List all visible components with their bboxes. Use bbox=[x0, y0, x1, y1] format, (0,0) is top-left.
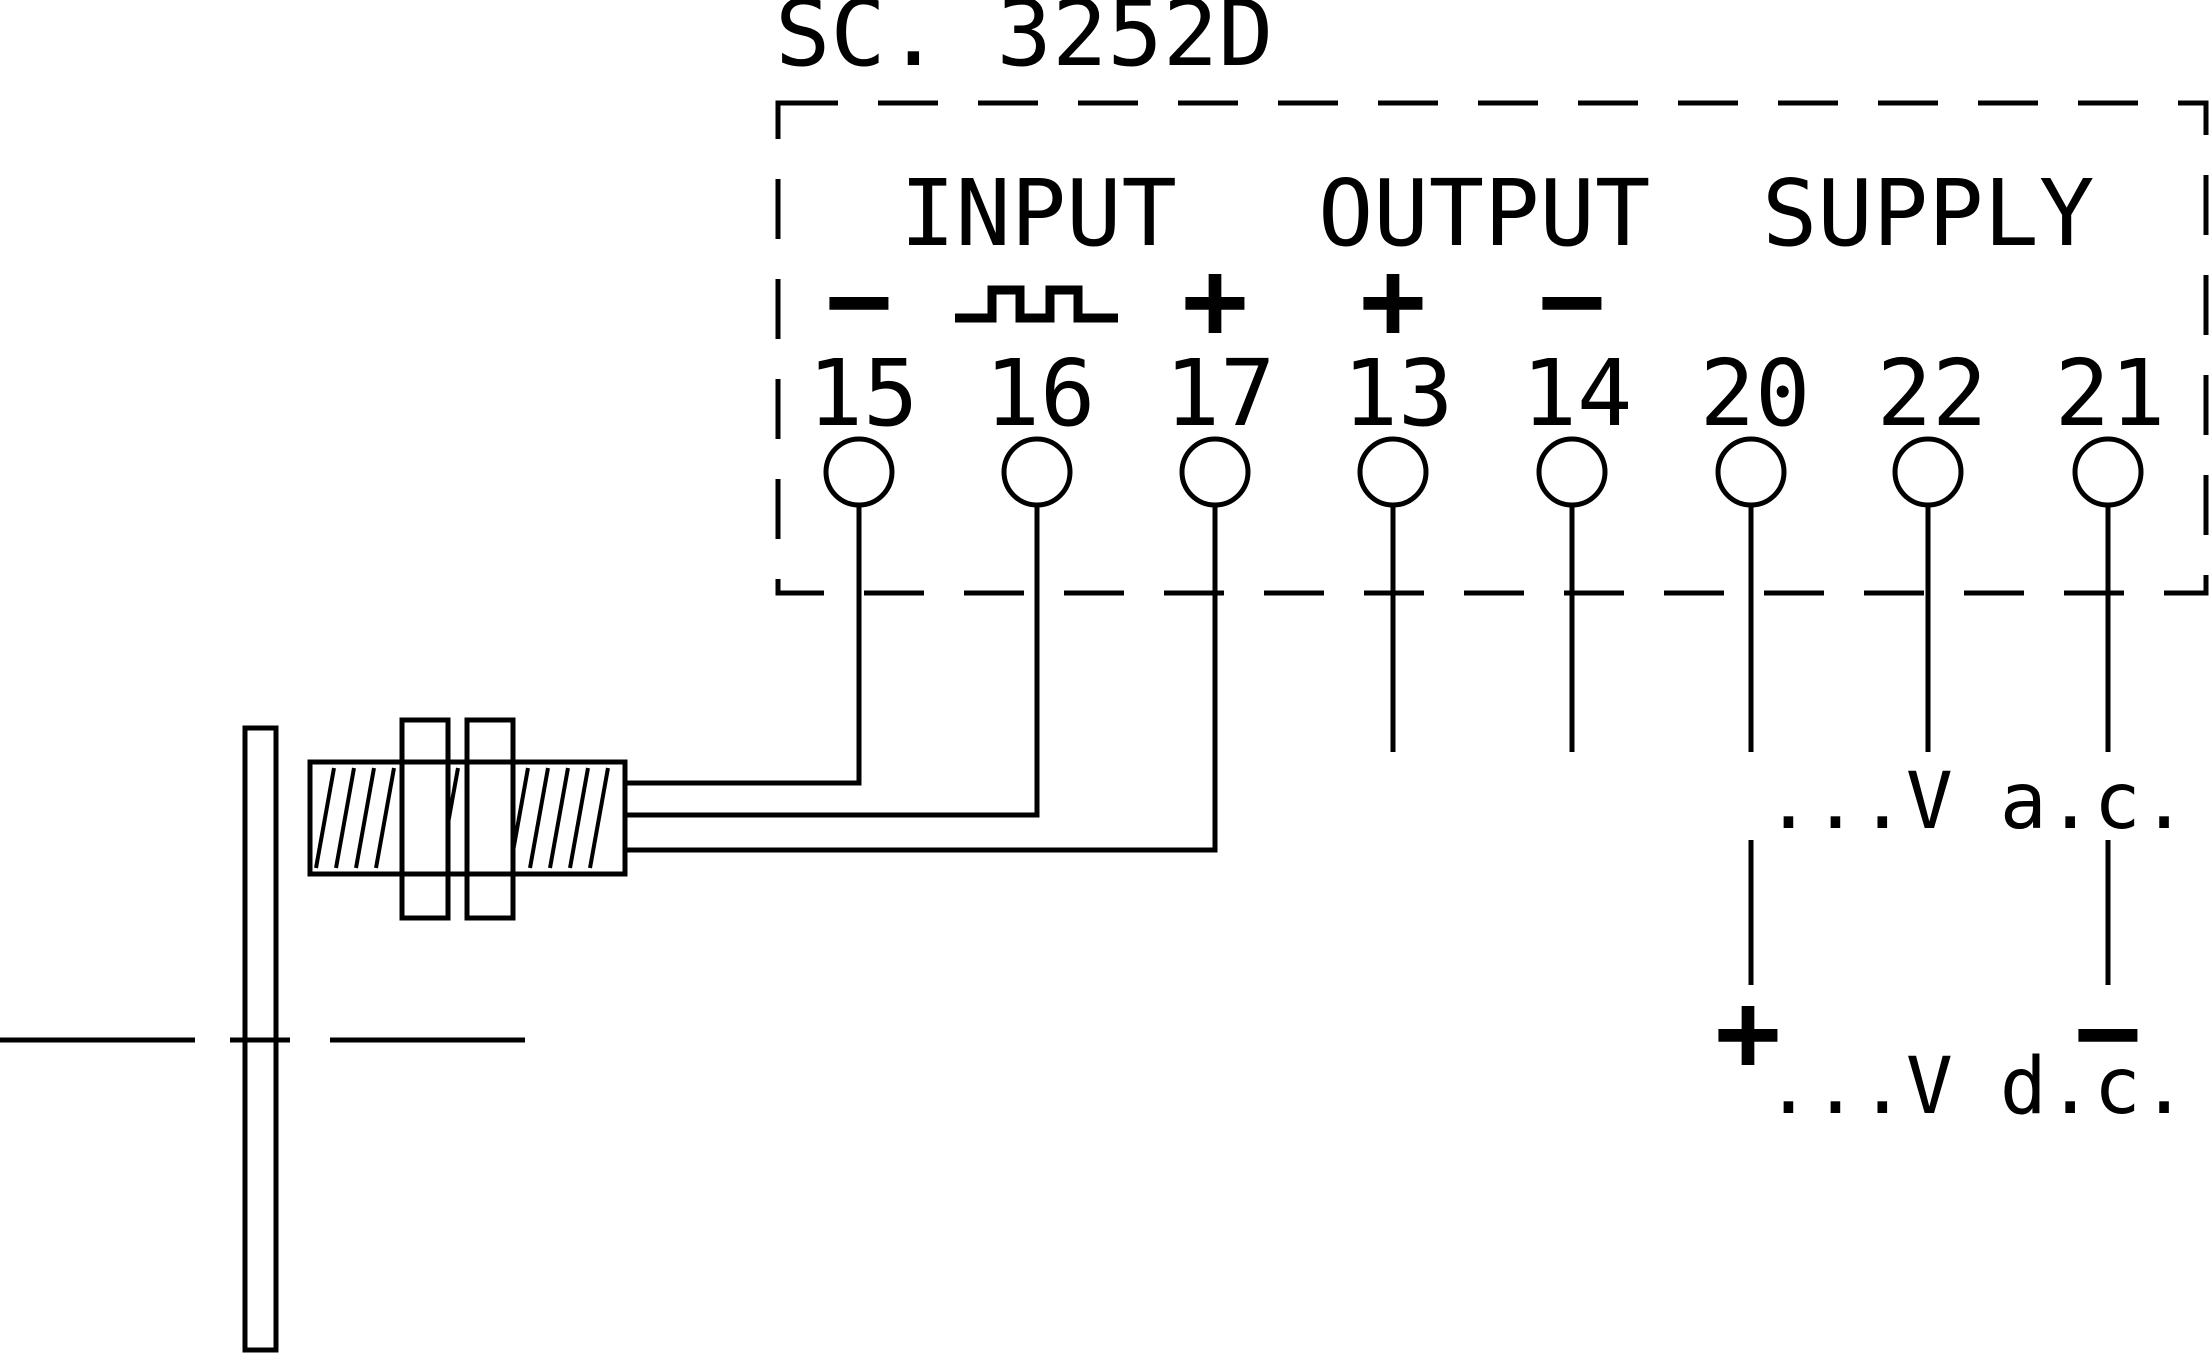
model-label: SC. 3252D bbox=[775, 0, 1274, 87]
terminal-label-22: 22 bbox=[1877, 340, 1988, 447]
group-supply-label: SUPPLY bbox=[1762, 160, 2094, 267]
polarity-13: + bbox=[1360, 236, 1426, 364]
group-output-label: OUTPUT bbox=[1318, 160, 1650, 267]
supply-dc-label: ...V d.c. bbox=[1765, 1042, 2188, 1132]
terminal-22-icon bbox=[1892, 436, 1964, 508]
terminal-14-icon bbox=[1536, 436, 1608, 508]
polarity-17: + bbox=[1182, 236, 1248, 364]
terminal-21-icon bbox=[2072, 436, 2144, 508]
terminal-17-icon bbox=[1179, 436, 1251, 508]
terminal-label-13: 13 bbox=[1343, 340, 1454, 447]
terminal-label-20: 20 bbox=[1700, 340, 1811, 447]
group-input-label: INPUT bbox=[900, 160, 1177, 267]
terminal-15-icon bbox=[823, 436, 895, 508]
terminal-label-21: 21 bbox=[2055, 340, 2166, 447]
terminal-16-icon bbox=[1001, 436, 1073, 508]
pulse-signal-icon bbox=[955, 285, 1118, 323]
toothed-wheel-icon bbox=[0, 725, 525, 1353]
terminal-13-icon bbox=[1357, 436, 1429, 508]
terminal-label-15: 15 bbox=[808, 340, 919, 447]
wire-15 bbox=[625, 505, 862, 786]
terminal-label-16: 16 bbox=[985, 340, 1096, 447]
proximity-sensor-icon bbox=[307, 717, 628, 921]
terminal-label-17: 17 bbox=[1165, 340, 1276, 447]
terminal-20-icon bbox=[1715, 436, 1787, 508]
module-enclosure bbox=[775, 100, 2209, 596]
supply-dc-minus: − bbox=[2075, 968, 2141, 1096]
polarity-15: − bbox=[826, 236, 892, 364]
polarity-14: − bbox=[1539, 236, 1605, 364]
supply-dc-plus: + bbox=[1715, 968, 1781, 1096]
supply-ac-label: ...V a.c. bbox=[1765, 757, 2188, 847]
terminal-label-14: 14 bbox=[1522, 340, 1633, 447]
wire-16 bbox=[625, 505, 1040, 818]
wire-17 bbox=[625, 505, 1218, 853]
